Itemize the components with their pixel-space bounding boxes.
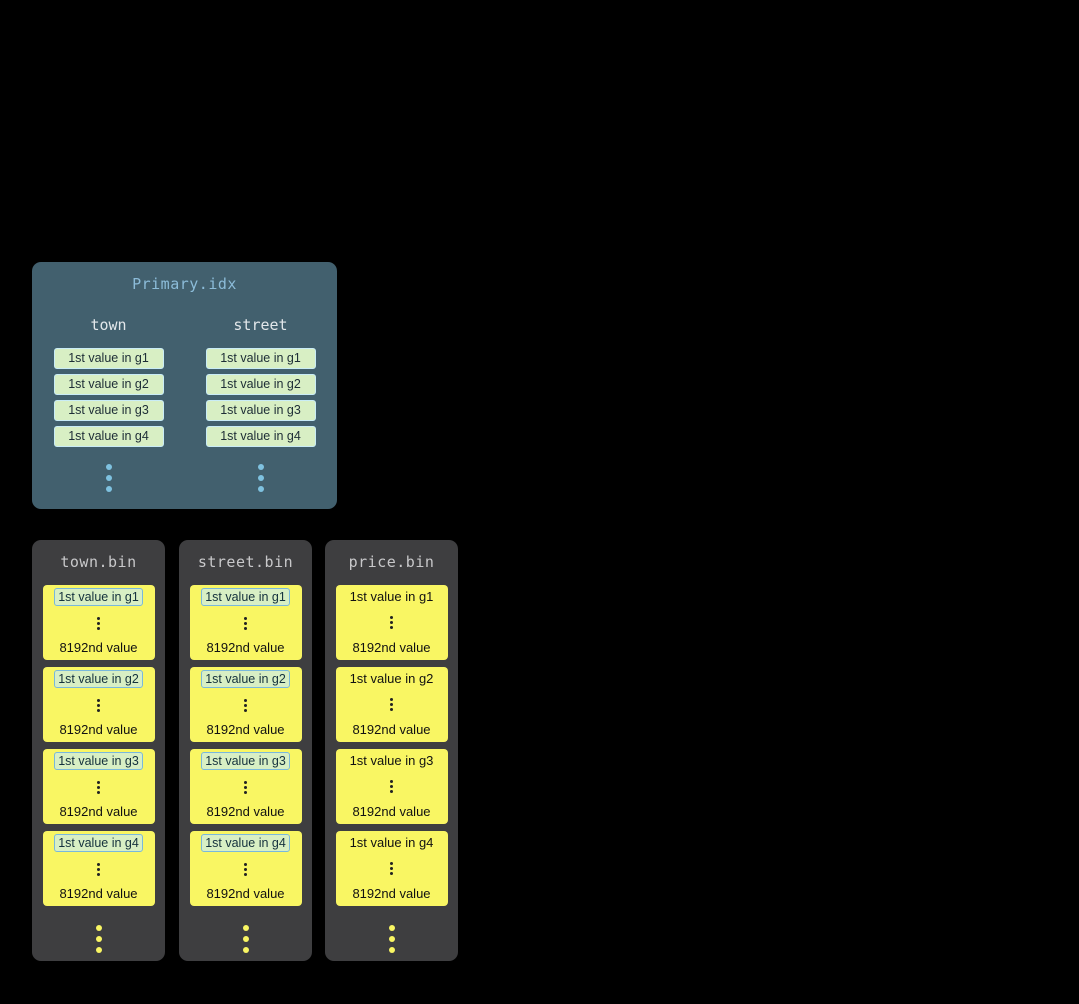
- ellipsis-dots-icon: [95, 925, 102, 953]
- primary-column-street: street 1st value in g1 1st value in g2 1…: [203, 316, 319, 492]
- granule-first-value: 1st value in g4: [54, 834, 143, 852]
- granule-last-value: 8192nd value: [352, 886, 431, 901]
- index-entry: 1st value in g4: [205, 426, 316, 447]
- granule-ellipsis-icon: [97, 780, 100, 794]
- granule-first-value: 1st value in g3: [349, 753, 434, 768]
- index-entry: 1st value in g3: [205, 400, 316, 421]
- granule-last-value: 8192nd value: [59, 640, 138, 655]
- index-entry: 1st value in g2: [205, 374, 316, 395]
- bin-file-town: town.bin 1st value in g1 8192nd value 1s…: [32, 540, 165, 961]
- granule-last-value: 8192nd value: [206, 804, 285, 819]
- primary-index-columns: town 1st value in g1 1st value in g2 1st…: [32, 316, 337, 492]
- granule-last-value: 8192nd value: [59, 886, 138, 901]
- granule-first-value: 1st value in g1: [349, 589, 434, 604]
- granule-ellipsis-icon: [390, 862, 393, 875]
- index-entry: 1st value in g3: [53, 400, 164, 421]
- granule-ellipsis-icon: [244, 698, 247, 712]
- granule-first-value: 1st value in g3: [54, 752, 143, 770]
- index-entry: 1st value in g4: [53, 426, 164, 447]
- granule: 1st value in g1 8192nd value: [42, 585, 155, 660]
- bin-file-price: price.bin 1st value in g1 8192nd value 1…: [325, 540, 458, 961]
- granule-ellipsis-icon: [244, 616, 247, 630]
- granule: 1st value in g3 8192nd value: [335, 749, 448, 824]
- granule-first-value: 1st value in g1: [201, 588, 290, 606]
- granule-first-value: 1st value in g1: [54, 588, 143, 606]
- granule: 1st value in g2 8192nd value: [189, 667, 302, 742]
- granule: 1st value in g3 8192nd value: [189, 749, 302, 824]
- column-header-town: town: [90, 316, 127, 334]
- primary-index-title: Primary.idx: [132, 275, 237, 293]
- granule-first-value: 1st value in g2: [54, 670, 143, 688]
- granule-ellipsis-icon: [244, 780, 247, 794]
- ellipsis-dots-icon: [242, 925, 249, 953]
- granule-last-value: 8192nd value: [352, 722, 431, 737]
- index-entry: 1st value in g2: [53, 374, 164, 395]
- granule: 1st value in g4 8192nd value: [335, 831, 448, 906]
- ellipsis-dots-icon: [388, 925, 395, 953]
- granule: 1st value in g2 8192nd value: [335, 667, 448, 742]
- bin-file-title: price.bin: [348, 553, 435, 571]
- granule-last-value: 8192nd value: [59, 722, 138, 737]
- bin-file-street: street.bin 1st value in g1 8192nd value …: [179, 540, 312, 961]
- granule: 1st value in g2 8192nd value: [42, 667, 155, 742]
- index-entry: 1st value in g1: [205, 348, 316, 369]
- granule-first-value: 1st value in g2: [349, 671, 434, 686]
- granule-last-value: 8192nd value: [206, 722, 285, 737]
- primary-column-town: town 1st value in g1 1st value in g2 1st…: [51, 316, 167, 492]
- bin-file-title: street.bin: [197, 553, 294, 571]
- granule-ellipsis-icon: [390, 780, 393, 793]
- granule-last-value: 8192nd value: [59, 804, 138, 819]
- granule: 1st value in g3 8192nd value: [42, 749, 155, 824]
- column-header-street: street: [233, 316, 288, 334]
- granule-last-value: 8192nd value: [206, 640, 285, 655]
- granule-last-value: 8192nd value: [206, 886, 285, 901]
- index-entry: 1st value in g1: [53, 348, 164, 369]
- granule-first-value: 1st value in g2: [201, 670, 290, 688]
- granule-ellipsis-icon: [244, 862, 247, 876]
- granule-ellipsis-icon: [390, 616, 393, 629]
- granule-last-value: 8192nd value: [352, 640, 431, 655]
- granule-ellipsis-icon: [97, 698, 100, 712]
- ellipsis-dots-icon: [257, 464, 264, 492]
- granule-first-value: 1st value in g4: [349, 835, 434, 850]
- ellipsis-dots-icon: [105, 464, 112, 492]
- granule: 1st value in g4 8192nd value: [42, 831, 155, 906]
- granule: 1st value in g1 8192nd value: [189, 585, 302, 660]
- granule: 1st value in g1 8192nd value: [335, 585, 448, 660]
- primary-index-panel: Primary.idx town 1st value in g1 1st val…: [32, 262, 337, 509]
- granule-first-value: 1st value in g3: [201, 752, 290, 770]
- granule-ellipsis-icon: [97, 862, 100, 876]
- granule: 1st value in g4 8192nd value: [189, 831, 302, 906]
- granule-ellipsis-icon: [97, 616, 100, 630]
- bin-file-title: town.bin: [60, 553, 137, 571]
- granule-first-value: 1st value in g4: [201, 834, 290, 852]
- granule-ellipsis-icon: [390, 698, 393, 711]
- granule-last-value: 8192nd value: [352, 804, 431, 819]
